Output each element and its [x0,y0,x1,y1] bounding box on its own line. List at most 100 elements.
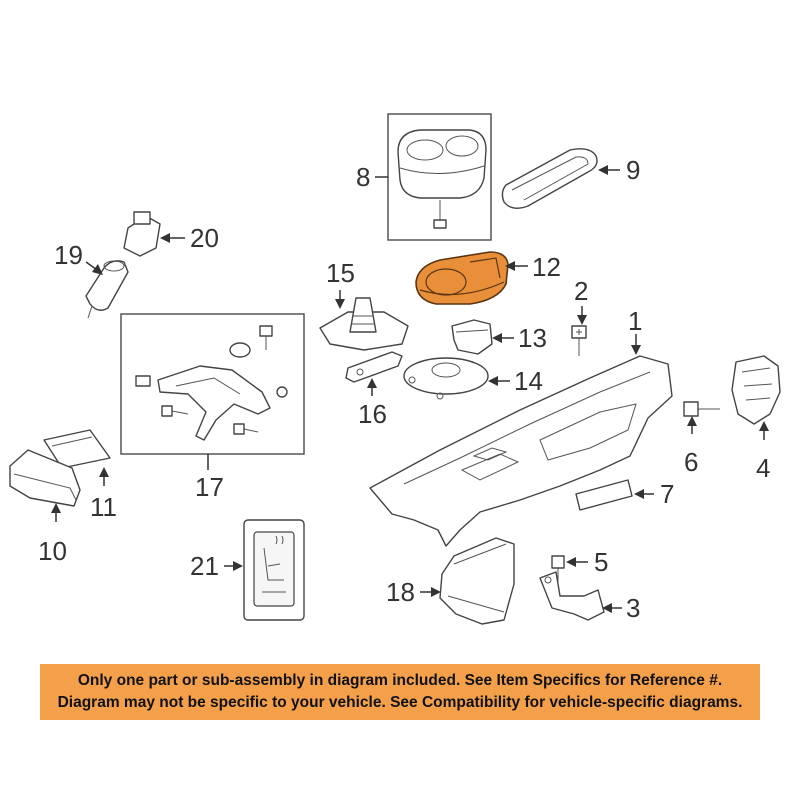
part-19-body [85,260,129,311]
part-17-bolt-head [259,325,273,337]
part-17-bushing [229,342,251,358]
part-17-nut [276,386,288,398]
arrowhead-5 [566,557,576,567]
part-9-body [501,148,598,209]
part-17-frame [120,313,305,455]
part-12-rim [419,281,505,296]
arrowhead-12 [505,261,515,271]
part-21-seat-icon [263,547,284,581]
part-14-opening [431,362,461,378]
callout-20: 20 [190,223,219,253]
part-9-mat[interactable] [501,148,598,209]
callout-15: 15 [326,258,355,288]
callout-12: 12 [532,252,561,282]
part-8-cup-holder[interactable] [387,113,492,241]
part-17-clip [135,375,151,387]
part-12-body [415,251,509,305]
part-18-side-panel[interactable] [439,537,515,625]
notice-line-2: Diagram may not be specific to your vehi… [57,694,743,711]
part-8-screw-head [433,219,447,229]
part-16-hole [356,368,364,376]
part-17-bolt2-shaft [243,428,259,433]
arrowhead-10 [51,503,61,513]
part-17-bracket-assembly[interactable] [120,313,305,455]
part-16-trim-strip[interactable] [345,351,403,383]
part-11-edge [51,436,93,447]
part-8-body [397,129,487,199]
callout-18: 18 [386,577,415,607]
callout-19: 19 [54,240,83,270]
callout-1: 1 [628,306,642,336]
arrowhead-2 [577,315,587,325]
part-1-top-edge [403,371,651,485]
part-17-bracket-edge [175,377,241,395]
part-8-rim [399,165,485,174]
part-20-connector[interactable] [123,211,161,257]
callout-8: 8 [356,162,370,192]
part-1-armrest-opening [539,403,637,461]
part-13-cover[interactable] [451,319,493,355]
callout-16: 16 [358,399,387,429]
arrowhead-9 [598,165,608,175]
arrowhead-21 [233,561,243,571]
part-14-hole-left [408,376,416,384]
part-5-head [551,555,565,569]
part-14-shift-plate[interactable] [403,357,489,400]
part-11-body [43,429,111,469]
part-3-body [539,571,605,621]
part-19-opening [103,260,125,272]
part-7-body [575,479,633,511]
part-7-pad[interactable] [575,479,633,511]
callout-13: 13 [518,323,547,353]
arrowhead-3 [602,603,612,613]
part-1-center-console[interactable] [369,355,673,547]
arrowhead-19 [92,264,103,275]
part-21-seat-heater-switch[interactable] [243,519,305,621]
part-19-socket[interactable] [85,260,129,319]
part-6-head [683,401,699,417]
arrowhead-20 [160,233,170,243]
arrowhead-1 [631,345,641,355]
part-1-cup-opening [472,447,508,461]
part-2-screw[interactable] [571,325,587,356]
part-14-hole-bottom [436,392,444,400]
arrowhead-7 [634,489,644,499]
callout-5: 5 [594,547,608,577]
part-5-bolt[interactable] [551,555,565,582]
part-9-inner [511,156,589,201]
callout-17: 17 [195,472,224,502]
notice-banner: Only one part or sub-assembly in diagram… [40,664,760,720]
part-3-bracket[interactable] [539,571,605,621]
part-12-ridge [469,257,501,279]
arrowhead-14 [488,376,498,386]
part-4-bracket[interactable] [731,355,781,425]
part-4-body [731,355,781,425]
part-17-screw-shaft [171,410,189,415]
part-13-body [451,319,493,355]
part-18-body [439,537,515,625]
part-12-tray-highlighted[interactable] [415,251,509,305]
part-21-heat-icon [275,535,284,545]
part-20-tab [133,211,151,225]
arrowhead-15 [335,299,345,309]
part-15-pleats [351,315,375,325]
part-17-bracket [157,365,271,441]
part-11-panel[interactable] [43,429,111,469]
part-8-cup-well-left [406,139,444,161]
part-10-pocket[interactable] [9,449,81,507]
part-6-bolt[interactable] [683,401,720,417]
part-15-shift-boot[interactable] [319,297,409,351]
arrowhead-11 [99,467,109,477]
part-8-cup-well-right [445,135,479,157]
callout-3: 3 [626,593,640,623]
arrowhead-13 [492,333,502,343]
part-16-body [345,351,403,383]
part-18-edges [447,543,507,613]
arrowhead-4 [759,421,769,431]
callout-14: 14 [514,366,543,396]
part-2-slot [576,329,582,335]
part-3-hole [544,576,552,584]
callout-21: 21 [190,551,219,581]
part-14-plate [403,357,489,395]
part-10-edge [13,473,77,501]
